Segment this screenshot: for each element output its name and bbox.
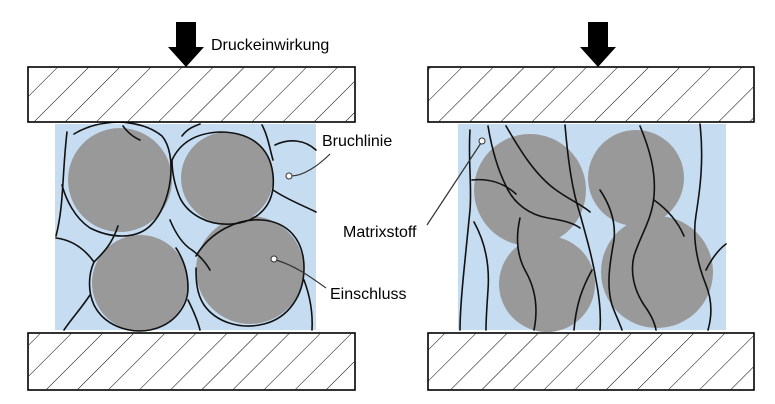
fracture-line <box>471 178 517 195</box>
left-specimen <box>27 22 356 391</box>
fracture-line <box>122 125 141 141</box>
left-fracture-lines <box>55 121 317 332</box>
inclusion-circle <box>196 216 304 324</box>
fracture-line <box>88 225 189 332</box>
down-arrow-icon <box>580 22 616 67</box>
fracture-line <box>187 299 201 331</box>
annotations: Druckeinwirkung Bruchlinie Matrixstoff E… <box>211 37 486 303</box>
fracture-line <box>573 269 593 331</box>
inclusion-circle <box>588 130 684 226</box>
right-top-plate-hatch <box>428 67 754 122</box>
inclusion-circle <box>181 132 273 224</box>
fracture-line <box>653 199 685 237</box>
label-matrix: Matrixstoff <box>343 224 417 241</box>
leader-line <box>275 259 327 289</box>
leader-marker <box>270 255 278 263</box>
fracture-line <box>274 140 317 151</box>
right-fracture-lines <box>459 123 727 331</box>
fracture-line <box>63 294 91 331</box>
leader-line <box>426 142 482 226</box>
label-pressure: Druckeinwirkung <box>211 37 329 54</box>
left-bottom-plate-hatch <box>28 333 355 390</box>
fracture-line <box>303 279 313 331</box>
inclusion-circle <box>474 134 586 246</box>
leader-marker <box>478 137 486 145</box>
inclusion-circle <box>499 236 595 332</box>
leader-marker <box>285 172 293 180</box>
right-inclusions <box>474 130 713 332</box>
down-arrow-icon <box>168 22 204 67</box>
fracture-line <box>599 189 623 331</box>
fracture-line <box>195 219 305 327</box>
fracture-line <box>516 217 537 331</box>
left-inclusions <box>68 128 304 331</box>
fracture-line <box>693 123 712 331</box>
label-inclusion: Einschluss <box>330 286 406 303</box>
fracture-line <box>505 125 591 213</box>
fracture-line <box>705 243 727 271</box>
fracture-line <box>564 124 602 331</box>
right-bottom-plate-hatch <box>428 333 754 390</box>
fracture-line <box>261 124 274 161</box>
fracture-line <box>473 221 490 331</box>
fracture-line <box>169 219 211 271</box>
inclusion-circle <box>601 216 713 328</box>
fracture-line <box>459 129 472 331</box>
right-specimen <box>427 22 755 391</box>
inclusion-circle <box>68 128 172 232</box>
inclusion-circle <box>92 235 188 331</box>
left-top-plate-hatch <box>28 67 355 122</box>
fracture-line <box>61 121 172 237</box>
fracture-line <box>181 123 201 137</box>
fracture-line <box>55 237 95 263</box>
fracture-line <box>631 125 657 331</box>
fracture-line <box>171 131 275 225</box>
leader-line <box>290 153 331 177</box>
fracture-line <box>272 189 317 213</box>
fracture-line <box>487 125 581 229</box>
label-fracture-line: Bruchlinie <box>322 133 392 150</box>
